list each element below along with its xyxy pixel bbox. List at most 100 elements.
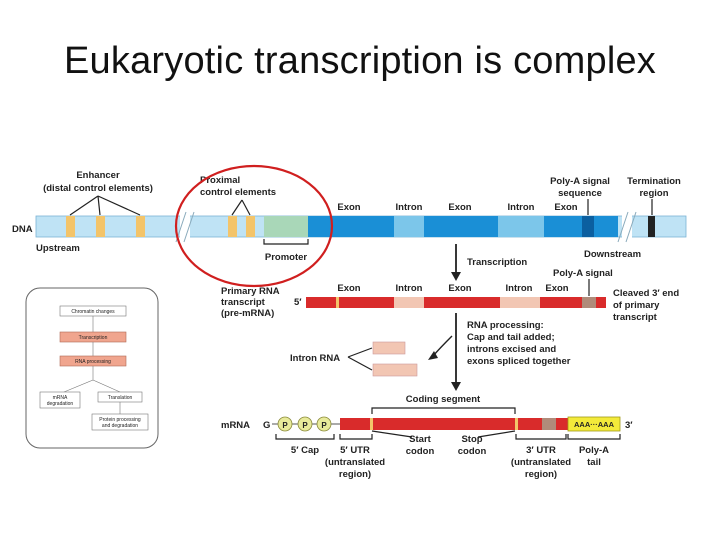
dna-polya-signal-sequence — [582, 216, 594, 237]
dna-segment-label-5: Exon — [554, 202, 577, 213]
slide-title: Eukaryotic transcription is complex — [64, 40, 656, 82]
inset-transcription: Transcription — [79, 335, 108, 341]
inset-protein-processing-line2: and degradation — [102, 423, 138, 429]
pre-mrna-label-line2: transcript — [221, 297, 266, 308]
pre-mrna-intron-1 — [394, 297, 424, 308]
coding-segment-label: Coding segment — [406, 394, 481, 405]
pre-mrna-label: Primary RNA — [221, 286, 280, 297]
dna-break-left — [180, 214, 190, 239]
five-utr-label-line2: (untranslated — [325, 457, 385, 468]
five-utr-label: 5′ UTR — [340, 445, 370, 456]
proximal-label: Proximal — [200, 175, 240, 186]
mrna-five-utr — [340, 418, 370, 430]
rna-processing-arrow — [451, 382, 461, 391]
three-utr-label-line2: (untranslated — [511, 457, 571, 468]
pre-mrna-segment-label-3: Exon — [448, 283, 471, 294]
rna-processing-label-line2: Cap and tail added; — [467, 332, 555, 343]
dna-segment-label-4: Intron — [508, 202, 535, 213]
pre-mrna-segment-label-1: Exon — [337, 283, 360, 294]
start-codon-label: Start — [409, 434, 431, 445]
dna-exon-2 — [424, 216, 498, 237]
stop-codon-label-line2: codon — [458, 446, 487, 457]
downstream-label: Downstream — [584, 249, 641, 260]
cap-phosphate-2 — [297, 416, 313, 432]
cleaved-end-label-line3: transcript — [613, 312, 658, 323]
enhancer-label-line2: (distal control elements) — [43, 183, 153, 194]
svg-text:P: P — [282, 421, 288, 430]
dna-intron-2 — [498, 216, 544, 237]
intron-rna-piece-2 — [372, 363, 418, 377]
cap-phosphate-1 — [277, 416, 293, 432]
upstream-label: Upstream — [36, 243, 80, 254]
pre-mrna-five-prime: 5′ — [294, 297, 302, 308]
proximal-label-line2: control elements — [200, 187, 276, 198]
dna-intron-1 — [394, 216, 424, 237]
inset-protein-processing: Protein processing — [99, 417, 141, 423]
dna-row-label: DNA — [12, 224, 33, 235]
mrna-coding-segment — [373, 418, 515, 430]
proximal-element-2 — [246, 216, 255, 237]
proximal-element-1 — [228, 216, 237, 237]
termination-region-label-line2: region — [639, 188, 668, 199]
rna-processing-label: RNA processing: — [467, 320, 544, 331]
highlight-circle — [174, 164, 334, 288]
transcription-arrow — [451, 272, 461, 281]
termination-region-mark — [648, 216, 655, 237]
dna-exon-1 — [308, 216, 394, 237]
mrna-g: G — [263, 420, 270, 431]
intron-rna-piece-1 — [372, 341, 406, 355]
five-utr-label-line3: region) — [339, 469, 371, 480]
dna-exon-3 — [544, 216, 582, 237]
svg-text:P: P — [302, 421, 308, 430]
inset-mrna-degradation: mRNA — [53, 395, 68, 401]
pre-mrna-segment-label-4: Intron — [506, 283, 533, 294]
inset-mrna-degradation-box — [39, 391, 81, 409]
inset-chromatin: Chromatin changes — [71, 309, 115, 315]
dna-segment-label-3: Exon — [448, 202, 471, 213]
dna-segment-label-2: Intron — [396, 202, 423, 213]
pre-mrna-exon-3 — [540, 297, 582, 308]
inset-translation: Translation — [108, 395, 133, 401]
enhancer-label: Enhancer — [76, 170, 120, 181]
polya-signal-label: Poly-A signal — [553, 268, 613, 279]
pre-mrna-segment-label-5: Exon — [545, 283, 568, 294]
transcription-label: Transcription — [467, 257, 527, 268]
cleaved-end-label: Cleaved 3′ end — [613, 288, 679, 299]
start-codon-label-line2: codon — [406, 446, 435, 457]
polya-signal-sequence-label: Poly-A signal — [550, 176, 610, 187]
three-utr-label: 3′ UTR — [526, 445, 556, 456]
enhancer-element-1 — [66, 216, 75, 237]
stop-codon-label: Stop — [461, 434, 482, 445]
inset-protein-processing-box — [91, 413, 149, 431]
rna-processing-label-line4: exons spliced together — [467, 356, 571, 367]
pre-mrna-exon-1 — [339, 297, 394, 308]
cleaved-end-label-line2: of primary — [613, 300, 660, 311]
pre-mrna-intron-2 — [500, 297, 540, 308]
polya-tail-label-line2: tail — [587, 457, 601, 468]
promoter-region — [264, 216, 308, 237]
cap-phosphate-3 — [316, 416, 332, 432]
rna-processing-label-line3: introns excised and — [467, 344, 556, 355]
mrna-polya-tail — [567, 416, 621, 432]
inset-mrna-degradation-line2: degradation — [47, 401, 74, 407]
pre-mrna-segment-label-2: Intron — [396, 283, 423, 294]
promoter-label: Promoter — [265, 252, 308, 263]
enhancer-element-2 — [96, 216, 105, 237]
intron-rna-label: Intron RNA — [290, 353, 340, 364]
pre-mrna-exon-2 — [424, 297, 500, 308]
svg-text:P: P — [321, 421, 327, 430]
mrna-aaa: AAA···AAA — [574, 420, 615, 429]
enhancer-element-3 — [136, 216, 145, 237]
five-cap-label: 5′ Cap — [291, 445, 319, 456]
pre-mrna-polya-signal — [582, 297, 596, 308]
mrna-three-prime: 3′ — [625, 420, 633, 431]
dna-segment-label-1: Exon — [337, 202, 360, 213]
inset-rna-processing: RNA processing — [75, 359, 111, 365]
polya-tail-label: Poly-A — [579, 445, 609, 456]
pre-mrna-label-line3: (pre-mRNA) — [221, 308, 274, 319]
termination-region-label: Termination — [627, 176, 681, 187]
three-utr-label-line3: region) — [525, 469, 557, 480]
mrna-label: mRNA — [221, 420, 250, 431]
polya-signal-sequence-label-line2: sequence — [558, 188, 602, 199]
